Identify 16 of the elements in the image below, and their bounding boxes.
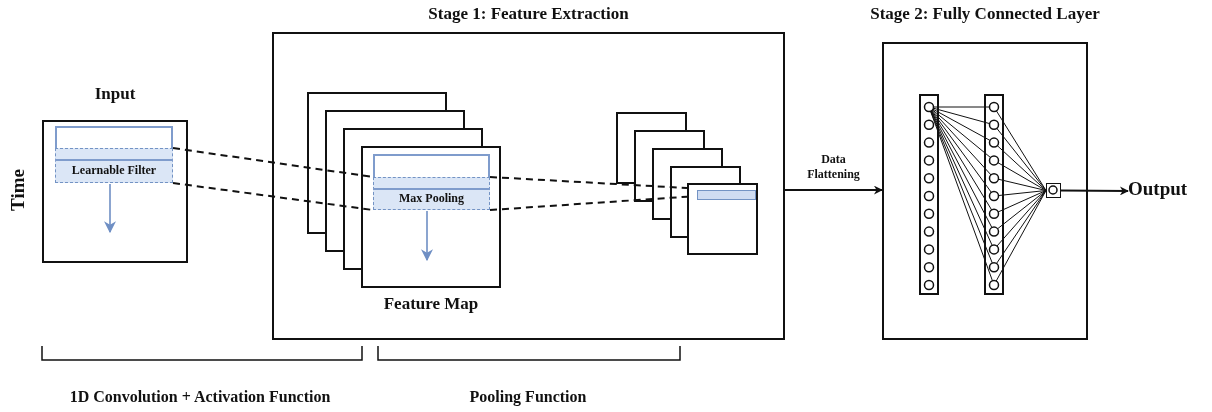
stage-title: Stage 2: Fully Connected Layer: [870, 4, 1100, 25]
pooled-map-card: [687, 183, 758, 255]
input-heading: Input: [94, 84, 136, 105]
filter-band: Learnable Filter: [55, 148, 173, 183]
feature-map-caption: Feature Map: [383, 294, 479, 312]
arrow: [784, 185, 883, 195]
output-label: Output: [1128, 178, 1208, 204]
max-pooling-band: Max Pooling: [373, 177, 490, 210]
bracket-label: Pooling Function: [469, 388, 587, 406]
arrow: [1060, 186, 1129, 196]
output-neuron: [1046, 183, 1061, 198]
time-axis-label: Time: [7, 169, 29, 211]
stage-title: Stage 1: Feature Extraction: [428, 4, 629, 25]
dashed-projection-line: [489, 176, 688, 190]
bracket-label: 1D Convolution + Activation Function: [69, 388, 331, 406]
dashed-projection-line: [489, 195, 688, 211]
